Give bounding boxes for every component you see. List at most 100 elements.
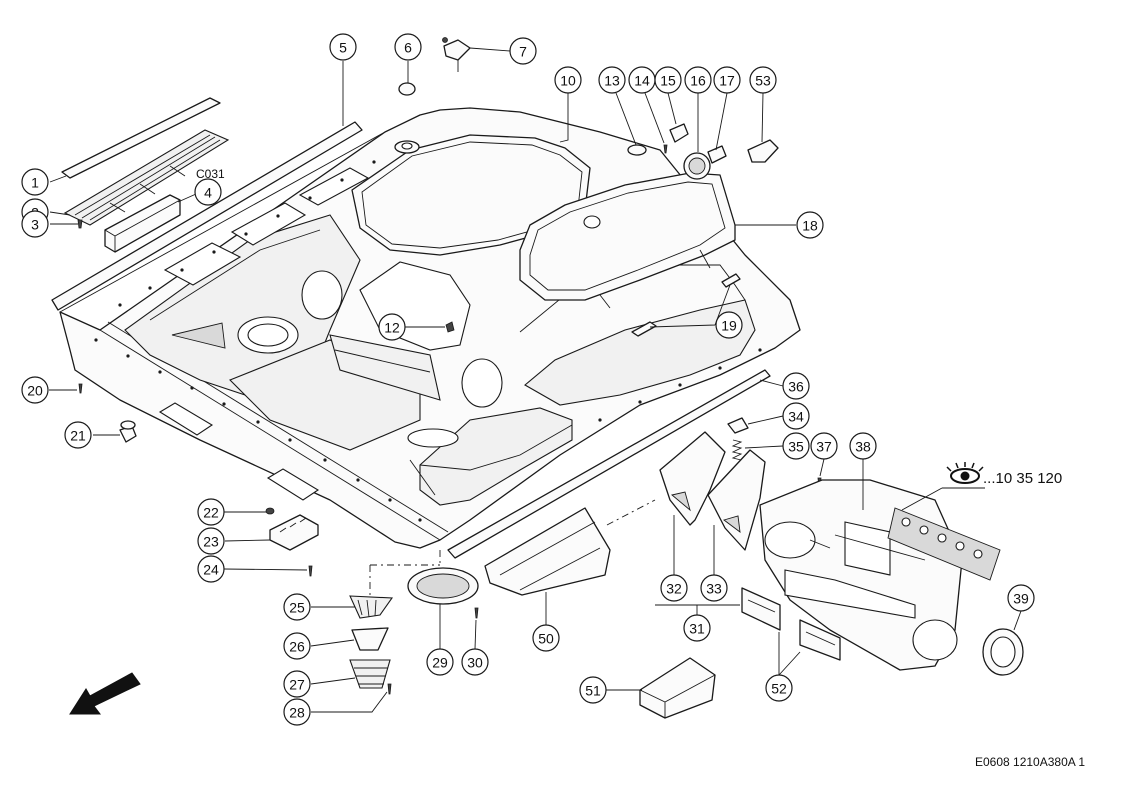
part-17-clip bbox=[707, 145, 727, 164]
callout-circle bbox=[796, 211, 824, 239]
callout-number: 14 bbox=[634, 73, 650, 89]
callout-12: 12 bbox=[378, 313, 406, 341]
callout-circle bbox=[598, 66, 626, 94]
callout-number: 7 bbox=[519, 44, 527, 60]
callout-15: 15 bbox=[654, 66, 682, 94]
callout-circle bbox=[378, 313, 406, 341]
callout-number: 37 bbox=[816, 439, 832, 455]
callout-25: 25 bbox=[283, 593, 311, 621]
callout-number: 17 bbox=[719, 73, 735, 89]
callout-27: 27 bbox=[283, 670, 311, 698]
callout-number: 50 bbox=[538, 631, 554, 647]
callout-number: 39 bbox=[1013, 591, 1029, 607]
callout-circle bbox=[684, 66, 712, 94]
callout-29: 29 bbox=[426, 648, 454, 676]
callout-circle bbox=[715, 311, 743, 339]
callout-number: 3 bbox=[31, 217, 39, 233]
callout-3: 3 bbox=[21, 210, 49, 238]
callout-circle bbox=[329, 33, 357, 61]
callout-circle bbox=[683, 614, 711, 642]
callout-number: 1 bbox=[31, 175, 39, 191]
part-30-screw bbox=[474, 607, 479, 619]
callout-circle bbox=[509, 37, 537, 65]
callout-number: 30 bbox=[467, 655, 483, 671]
callout-35: 35 bbox=[782, 432, 810, 460]
callout-circle bbox=[700, 574, 728, 602]
callout-18: 18 bbox=[796, 211, 824, 239]
part-50-tray bbox=[484, 507, 611, 596]
callout-30: 30 bbox=[461, 648, 489, 676]
callout-number: 27 bbox=[289, 677, 305, 693]
callout-circle bbox=[197, 527, 225, 555]
callout-14: 14 bbox=[628, 66, 656, 94]
part-12-clip bbox=[445, 321, 455, 333]
part-20-screw bbox=[78, 383, 83, 394]
callout-23: 23 bbox=[197, 527, 225, 555]
callout-number: 15 bbox=[660, 73, 676, 89]
callout-38: 38 bbox=[849, 432, 877, 460]
callout-circle bbox=[283, 632, 311, 660]
callout-17: 17 bbox=[713, 66, 741, 94]
callout-52: 52 bbox=[765, 674, 793, 702]
callout-circle bbox=[426, 648, 454, 676]
part-18-frame bbox=[519, 172, 736, 309]
callout-1: 1 bbox=[21, 168, 49, 196]
part-4-box bbox=[104, 194, 181, 253]
part-39-ring bbox=[982, 628, 1024, 676]
callout-circle bbox=[782, 372, 810, 400]
part-15-bracket bbox=[669, 123, 689, 143]
part-32-trim bbox=[659, 431, 726, 526]
callout-circle bbox=[810, 432, 838, 460]
callout-circle bbox=[749, 66, 777, 94]
callout-5: 5 bbox=[329, 33, 357, 61]
callout-number: 20 bbox=[27, 383, 43, 399]
callout-circle bbox=[394, 33, 422, 61]
callout-28: 28 bbox=[283, 698, 311, 726]
callout-6: 6 bbox=[394, 33, 422, 61]
callout-circle bbox=[782, 402, 810, 430]
callout-number: 4 bbox=[204, 185, 212, 201]
callout-number: 21 bbox=[70, 428, 86, 444]
callout-22: 22 bbox=[197, 498, 225, 526]
switch-strip bbox=[887, 507, 1001, 581]
eye-icon bbox=[946, 462, 984, 484]
part-16-lamp bbox=[683, 152, 711, 180]
part-7-clip bbox=[442, 37, 471, 72]
callout-number: 5 bbox=[339, 40, 347, 56]
part-26-cover bbox=[351, 627, 389, 651]
direction-arrow-icon bbox=[69, 672, 141, 715]
part-3-screw bbox=[77, 219, 83, 229]
callout-13: 13 bbox=[598, 66, 626, 94]
part-38-dash-panel bbox=[759, 479, 963, 671]
callout-number: 26 bbox=[289, 639, 305, 655]
callout-number: 16 bbox=[690, 73, 706, 89]
callout-number: 10 bbox=[560, 73, 576, 89]
callout-circle bbox=[64, 421, 92, 449]
part-33-trim bbox=[707, 449, 766, 551]
part-24-screw bbox=[308, 565, 313, 577]
callout-number: 53 bbox=[755, 73, 771, 89]
part-53-cover bbox=[747, 139, 779, 163]
callout-7: 7 bbox=[509, 37, 537, 65]
callout-33: 33 bbox=[700, 574, 728, 602]
callout-number: 6 bbox=[404, 40, 412, 56]
callout-number: 19 bbox=[721, 318, 737, 334]
callout-circle bbox=[660, 574, 688, 602]
callout-number: 18 bbox=[802, 218, 818, 234]
callouts: 1234567101213141516175318192021222324252… bbox=[21, 33, 1035, 726]
callout-circle bbox=[21, 168, 49, 196]
callout-circle bbox=[21, 210, 49, 238]
callout-number: 24 bbox=[203, 562, 219, 578]
part-13-plug bbox=[627, 144, 647, 156]
part-2-grille bbox=[63, 129, 230, 226]
c031-label: C031 bbox=[196, 167, 225, 181]
callout-number: 23 bbox=[203, 534, 219, 550]
part-19-clip-a bbox=[631, 321, 657, 337]
callout-circle bbox=[849, 432, 877, 460]
callout-21: 21 bbox=[64, 421, 92, 449]
part-25-grille bbox=[349, 595, 394, 619]
callout-number: 32 bbox=[666, 581, 682, 597]
callout-number: 34 bbox=[788, 409, 804, 425]
callout-32: 32 bbox=[660, 574, 688, 602]
part-19-clip-b bbox=[721, 273, 741, 288]
